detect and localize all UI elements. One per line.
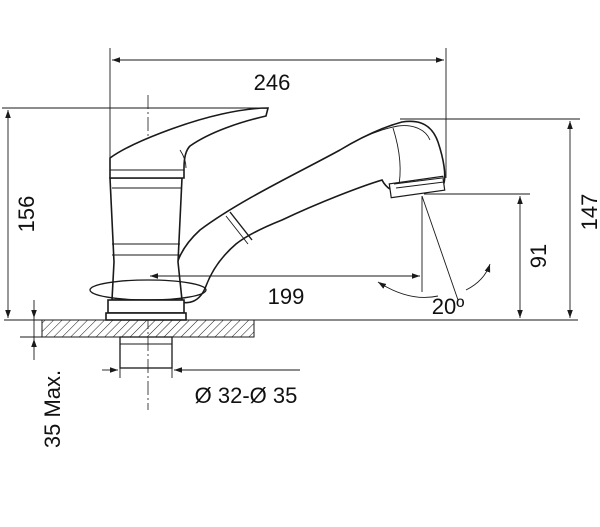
label-overall-reach: 246 [254,70,291,95]
dimension-spout-reach: 199 [150,196,423,309]
label-outlet-height: 91 [526,244,551,268]
dimension-mounting-hole: Ø 32-Ø 35 [102,367,300,408]
countertop [4,319,578,338]
mounting-shank [119,336,173,369]
label-mounting-hole: Ø 32-Ø 35 [195,383,298,408]
dimension-spout-top-height: 147 [400,118,600,318]
dimension-outlet-height: 91 [424,193,551,318]
label-spout-reach: 199 [268,284,305,309]
dimension-total-height: 156 [2,107,268,318]
pull-out-spout [173,120,446,304]
dimension-spray-angle: 20º [377,195,491,319]
label-spout-top-height: 147 [577,194,600,231]
dimension-overall-reach: 246 [109,48,447,178]
dimension-deck-thickness: 35 Max. [20,300,65,448]
label-deck-thickness: 35 Max. [40,370,65,448]
label-spray-angle: 20º [432,294,465,319]
lever-handle [109,107,270,179]
mixer-body [89,177,207,321]
label-total-height: 156 [14,196,39,233]
